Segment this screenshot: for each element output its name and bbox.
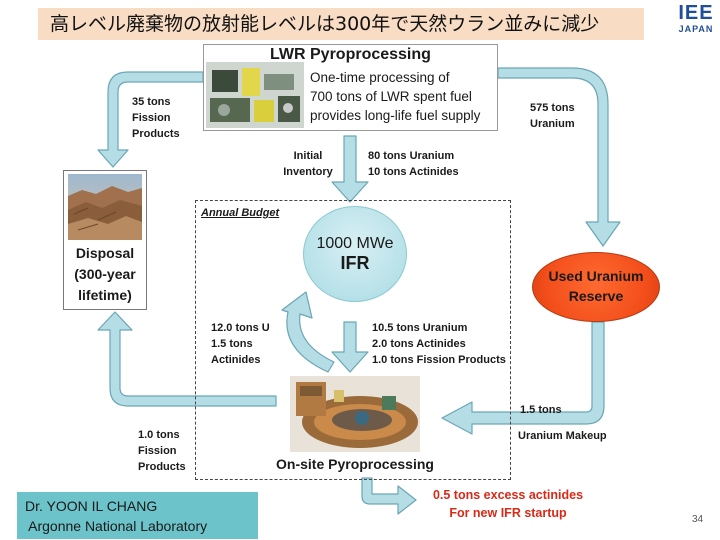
- label-line: 1.5 tons: [211, 338, 253, 350]
- page-number: 34: [692, 514, 704, 525]
- label-uranium-top: 575 tons Uranium: [530, 100, 575, 132]
- label-line: 10.5 tons Uranium: [372, 322, 468, 334]
- label-line: Uranium: [530, 118, 575, 130]
- arrow-lwr-to-ifr: [331, 135, 369, 203]
- annual-budget-label: Annual Budget: [201, 207, 280, 219]
- label-line: Initial: [293, 150, 323, 162]
- arrow-onsite-to-disposal: [97, 311, 277, 407]
- disposal-line: lifetime): [78, 287, 132, 303]
- reserve-line: Used Uranium: [548, 268, 644, 284]
- lwr-facility-image: [206, 62, 304, 128]
- label-line: 12.0 tons U: [211, 322, 270, 334]
- label-initial-inventory: Initial Inventory: [282, 148, 334, 180]
- disposal-line: Disposal: [75, 245, 135, 261]
- lwr-desc-line: provides long-life fuel supply: [310, 108, 481, 123]
- arrow-recycle-to-ifr: [281, 291, 335, 373]
- label-line: 80 tons Uranium: [368, 150, 455, 162]
- ifr-name: IFR: [340, 253, 370, 273]
- disposal-label: Disposal (300-year lifetime): [63, 243, 147, 306]
- slide-title: 高レベル廃棄物の放射能レベルは300年で天然ウラン並みに減少: [38, 8, 644, 40]
- label-makeup: Uranium Makeup: [518, 430, 607, 442]
- desert-image: [68, 174, 142, 240]
- label-line: Fission: [132, 112, 171, 124]
- onsite-facility-image: [290, 376, 420, 452]
- label-line: 10 tons Actinides: [368, 166, 459, 178]
- arrow-lwr-to-disposal: [97, 71, 204, 168]
- label-line: Inventory: [283, 166, 333, 178]
- label-line: 575 tons: [530, 102, 575, 114]
- lwr-description: One-time processing of 700 tons of LWR s…: [310, 68, 480, 125]
- label-ifr-output: 10.5 tons Uranium 2.0 tons Actinides 1.0…: [372, 320, 506, 368]
- lwr-desc-line: One-time processing of: [310, 70, 450, 85]
- credit-name: Dr. YOON IL CHANG: [25, 498, 158, 514]
- excess-line: For new IFR startup: [449, 506, 567, 520]
- ifr-reactor-circle: 1000 MWe IFR: [303, 206, 407, 302]
- lwr-title: LWR Pyroprocessing: [270, 46, 431, 63]
- arrow-onsite-to-excess: [361, 477, 417, 515]
- label-line: Actinides: [211, 354, 261, 366]
- author-credit: Dr. YOON IL CHANG Argonne National Labor…: [17, 492, 258, 539]
- disposal-line: (300-year: [74, 266, 136, 282]
- label-line: Products: [132, 128, 180, 140]
- credit-affiliation: Argonne National Laboratory: [25, 518, 208, 534]
- iee-japan-logo: IEE JAPAN: [674, 2, 718, 34]
- ifr-power: 1000 MWe: [316, 235, 394, 252]
- label-fission-bottom: 1.0 tons Fission Products: [138, 427, 186, 475]
- arrow-reserve-to-onsite: [441, 321, 605, 435]
- label-line: 1.0 tons Fission Products: [372, 354, 506, 366]
- excess-line: 0.5 tons excess actinides: [432, 488, 584, 502]
- reserve-line: Reserve: [568, 288, 624, 304]
- onsite-pyroprocessing-label: On-site Pyroprocessing: [276, 456, 434, 472]
- used-uranium-reserve: Used Uranium Reserve: [532, 252, 660, 322]
- label-line: 2.0 tons Actinides: [372, 338, 466, 350]
- label-line: 1.0 tons: [138, 429, 180, 441]
- arrow-lwr-to-reserve: [497, 67, 621, 247]
- excess-actinides-label: 0.5 tons excess actinides For new IFR st…: [430, 486, 586, 522]
- logo-text-sub: JAPAN: [678, 24, 714, 34]
- lwr-desc-line: 700 tons of LWR spent fuel: [310, 89, 472, 104]
- logo-text-main: IEE: [678, 2, 714, 24]
- label-line: Fission: [138, 445, 177, 457]
- label-makeup-amount: 1.5 tons: [520, 404, 562, 416]
- arrow-ifr-to-onsite: [331, 321, 369, 373]
- label-fission-top: 35 tons Fission Products: [132, 94, 180, 142]
- label-recycle: 12.0 tons U 1.5 tons Actinides: [211, 320, 270, 368]
- label-initial-amounts: 80 tons Uranium 10 tons Actinides: [368, 148, 459, 180]
- annual-budget-box: [195, 200, 511, 480]
- label-line: Products: [138, 461, 186, 473]
- label-line: 35 tons: [132, 96, 171, 108]
